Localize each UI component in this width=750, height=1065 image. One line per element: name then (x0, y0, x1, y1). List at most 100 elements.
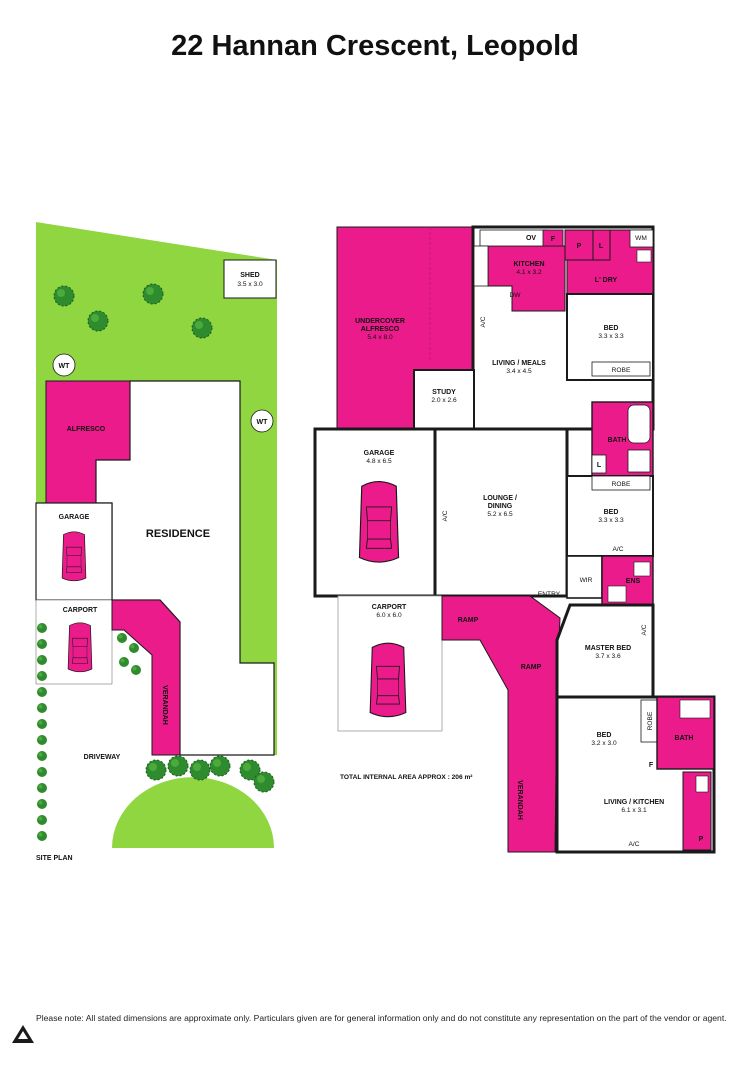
entry-label: ENTRY (538, 591, 561, 598)
wir-label: WIR (580, 577, 593, 584)
site-verandah (111, 599, 181, 756)
flat-ac-label: A/C (629, 841, 640, 848)
total-area-note: TOTAL INTERNAL AREA APPROX : 206 m² (340, 774, 473, 781)
bush-icon (37, 831, 47, 841)
master-ac-label: A/C (641, 624, 648, 635)
master-bed-dim: 3.7 x 3.6 (595, 653, 621, 660)
water-tank-icon (52, 353, 76, 377)
bush-icon (37, 639, 47, 649)
bush-icon (117, 633, 127, 643)
tree-icon (189, 759, 211, 781)
site-verandah-label: VERANDAH (161, 685, 168, 725)
bush-icon (37, 815, 47, 825)
washing-machine-label: WM (635, 235, 647, 242)
study-label: STUDY (432, 389, 456, 396)
water-tank-icon (250, 409, 274, 433)
bush-icon (37, 799, 47, 809)
alfresco-dim: 5.4 x 8.0 (367, 334, 393, 341)
bush-icon (37, 655, 47, 665)
garage-label: GARAGE (364, 450, 395, 457)
bed-2-dim: 3.3 x 3.3 (598, 517, 624, 524)
bed-1-label: BED (604, 325, 619, 332)
ac-label: A/C (480, 316, 487, 327)
site-plan-caption: SITE PLAN (36, 855, 73, 862)
bush-icon (37, 735, 47, 745)
bush-icon (37, 687, 47, 697)
lounge-label: LOUNGE / (483, 495, 517, 502)
study (413, 369, 475, 431)
tree-icon (209, 755, 231, 777)
walk-in-robe (566, 555, 603, 599)
living-kitchen-label: LIVING / KITCHEN (604, 799, 664, 806)
bed-2-ac-label: A/C (613, 546, 624, 553)
laundry-label: L' DRY (595, 277, 618, 284)
fridge (542, 229, 564, 247)
linen-label: L (599, 243, 604, 250)
tree-icon (167, 755, 189, 777)
flat-fridge-label: F (649, 762, 654, 769)
car-icon (358, 481, 400, 563)
carport-dim: 6.0 x 6.0 (376, 612, 402, 619)
verandah-label: VERANDAH (516, 780, 523, 820)
robe-1-label: ROBE (612, 367, 631, 374)
dishwasher-label: DW (510, 292, 522, 299)
lounge-dining (433, 427, 569, 598)
study-dim: 2.0 x 2.6 (431, 397, 457, 404)
shed (223, 259, 277, 299)
floor-plan: UNDERCOVER ALFRESCO 5.4 x 8.0 KITCHEN 4.… (313, 225, 716, 854)
tree-icon (142, 283, 164, 305)
site-carport-label: CARPORT (63, 607, 98, 614)
bush-icon (37, 623, 47, 633)
flat-pantry-label: P (699, 836, 704, 843)
bath-label: BATH (608, 437, 627, 444)
agency-logo-icon (12, 1025, 34, 1043)
front-lawn (112, 777, 274, 848)
ramp-label: RAMP (458, 617, 479, 624)
ramp-label-2: RAMP (521, 664, 542, 671)
oven-label: OV (526, 235, 536, 242)
bush-icon (37, 703, 47, 713)
alfresco-label: UNDERCOVER (355, 318, 405, 325)
tree-icon (53, 285, 75, 307)
bush-icon (129, 643, 139, 653)
site-alfresco-label: ALFRESCO (67, 426, 106, 433)
car-icon (61, 531, 87, 582)
fridge-label: F (551, 236, 556, 243)
residence-label: RESIDENCE (146, 528, 210, 540)
robe-2-label: ROBE (612, 481, 631, 488)
lounge-ac-label: A/C (442, 510, 449, 521)
lounge-label-2: DINING (488, 503, 513, 510)
tree-icon (253, 771, 275, 793)
bed-1-dim: 3.3 x 3.3 (598, 333, 624, 340)
master-bed-label: MASTER BED (585, 645, 631, 652)
garage-dim: 4.8 x 6.5 (366, 458, 392, 465)
car-icon (67, 622, 93, 673)
car-icon (369, 642, 407, 718)
bush-icon (37, 751, 47, 761)
living-kitchen-dim: 6.1 x 3.1 (621, 807, 647, 814)
water-tank-label: WT (257, 419, 269, 426)
robe-3-label: ROBE (647, 711, 654, 730)
carport-label: CARPORT (372, 604, 407, 611)
bed-3-label: BED (597, 732, 612, 739)
site-plan: SHED 3.5 x 3.0 WT WT ALFRESCO RESIDENCE … (35, 222, 277, 862)
disclaimer: Please note: All stated dimensions are a… (36, 1013, 727, 1023)
pantry-label: P (577, 243, 582, 250)
tree-icon (191, 317, 213, 339)
tree-icon (145, 759, 167, 781)
bush-icon (119, 657, 129, 667)
bed-2-label: BED (604, 509, 619, 516)
bush-icon (131, 665, 141, 675)
lounge-dim: 5.2 x 6.5 (487, 511, 513, 518)
water-tank-label: WT (59, 363, 71, 370)
site-driveway-label: DRIVEWAY (84, 754, 121, 761)
kitchen-label: KITCHEN (513, 261, 544, 268)
living-meals-dim: 3.4 x 4.5 (506, 368, 532, 375)
bed-3-dim: 3.2 x 3.0 (591, 740, 617, 747)
tree-icon (87, 310, 109, 332)
bush-icon (37, 671, 47, 681)
shed-label: SHED (240, 272, 259, 279)
bush-icon (37, 783, 47, 793)
alfresco-label-2: ALFRESCO (361, 326, 400, 333)
